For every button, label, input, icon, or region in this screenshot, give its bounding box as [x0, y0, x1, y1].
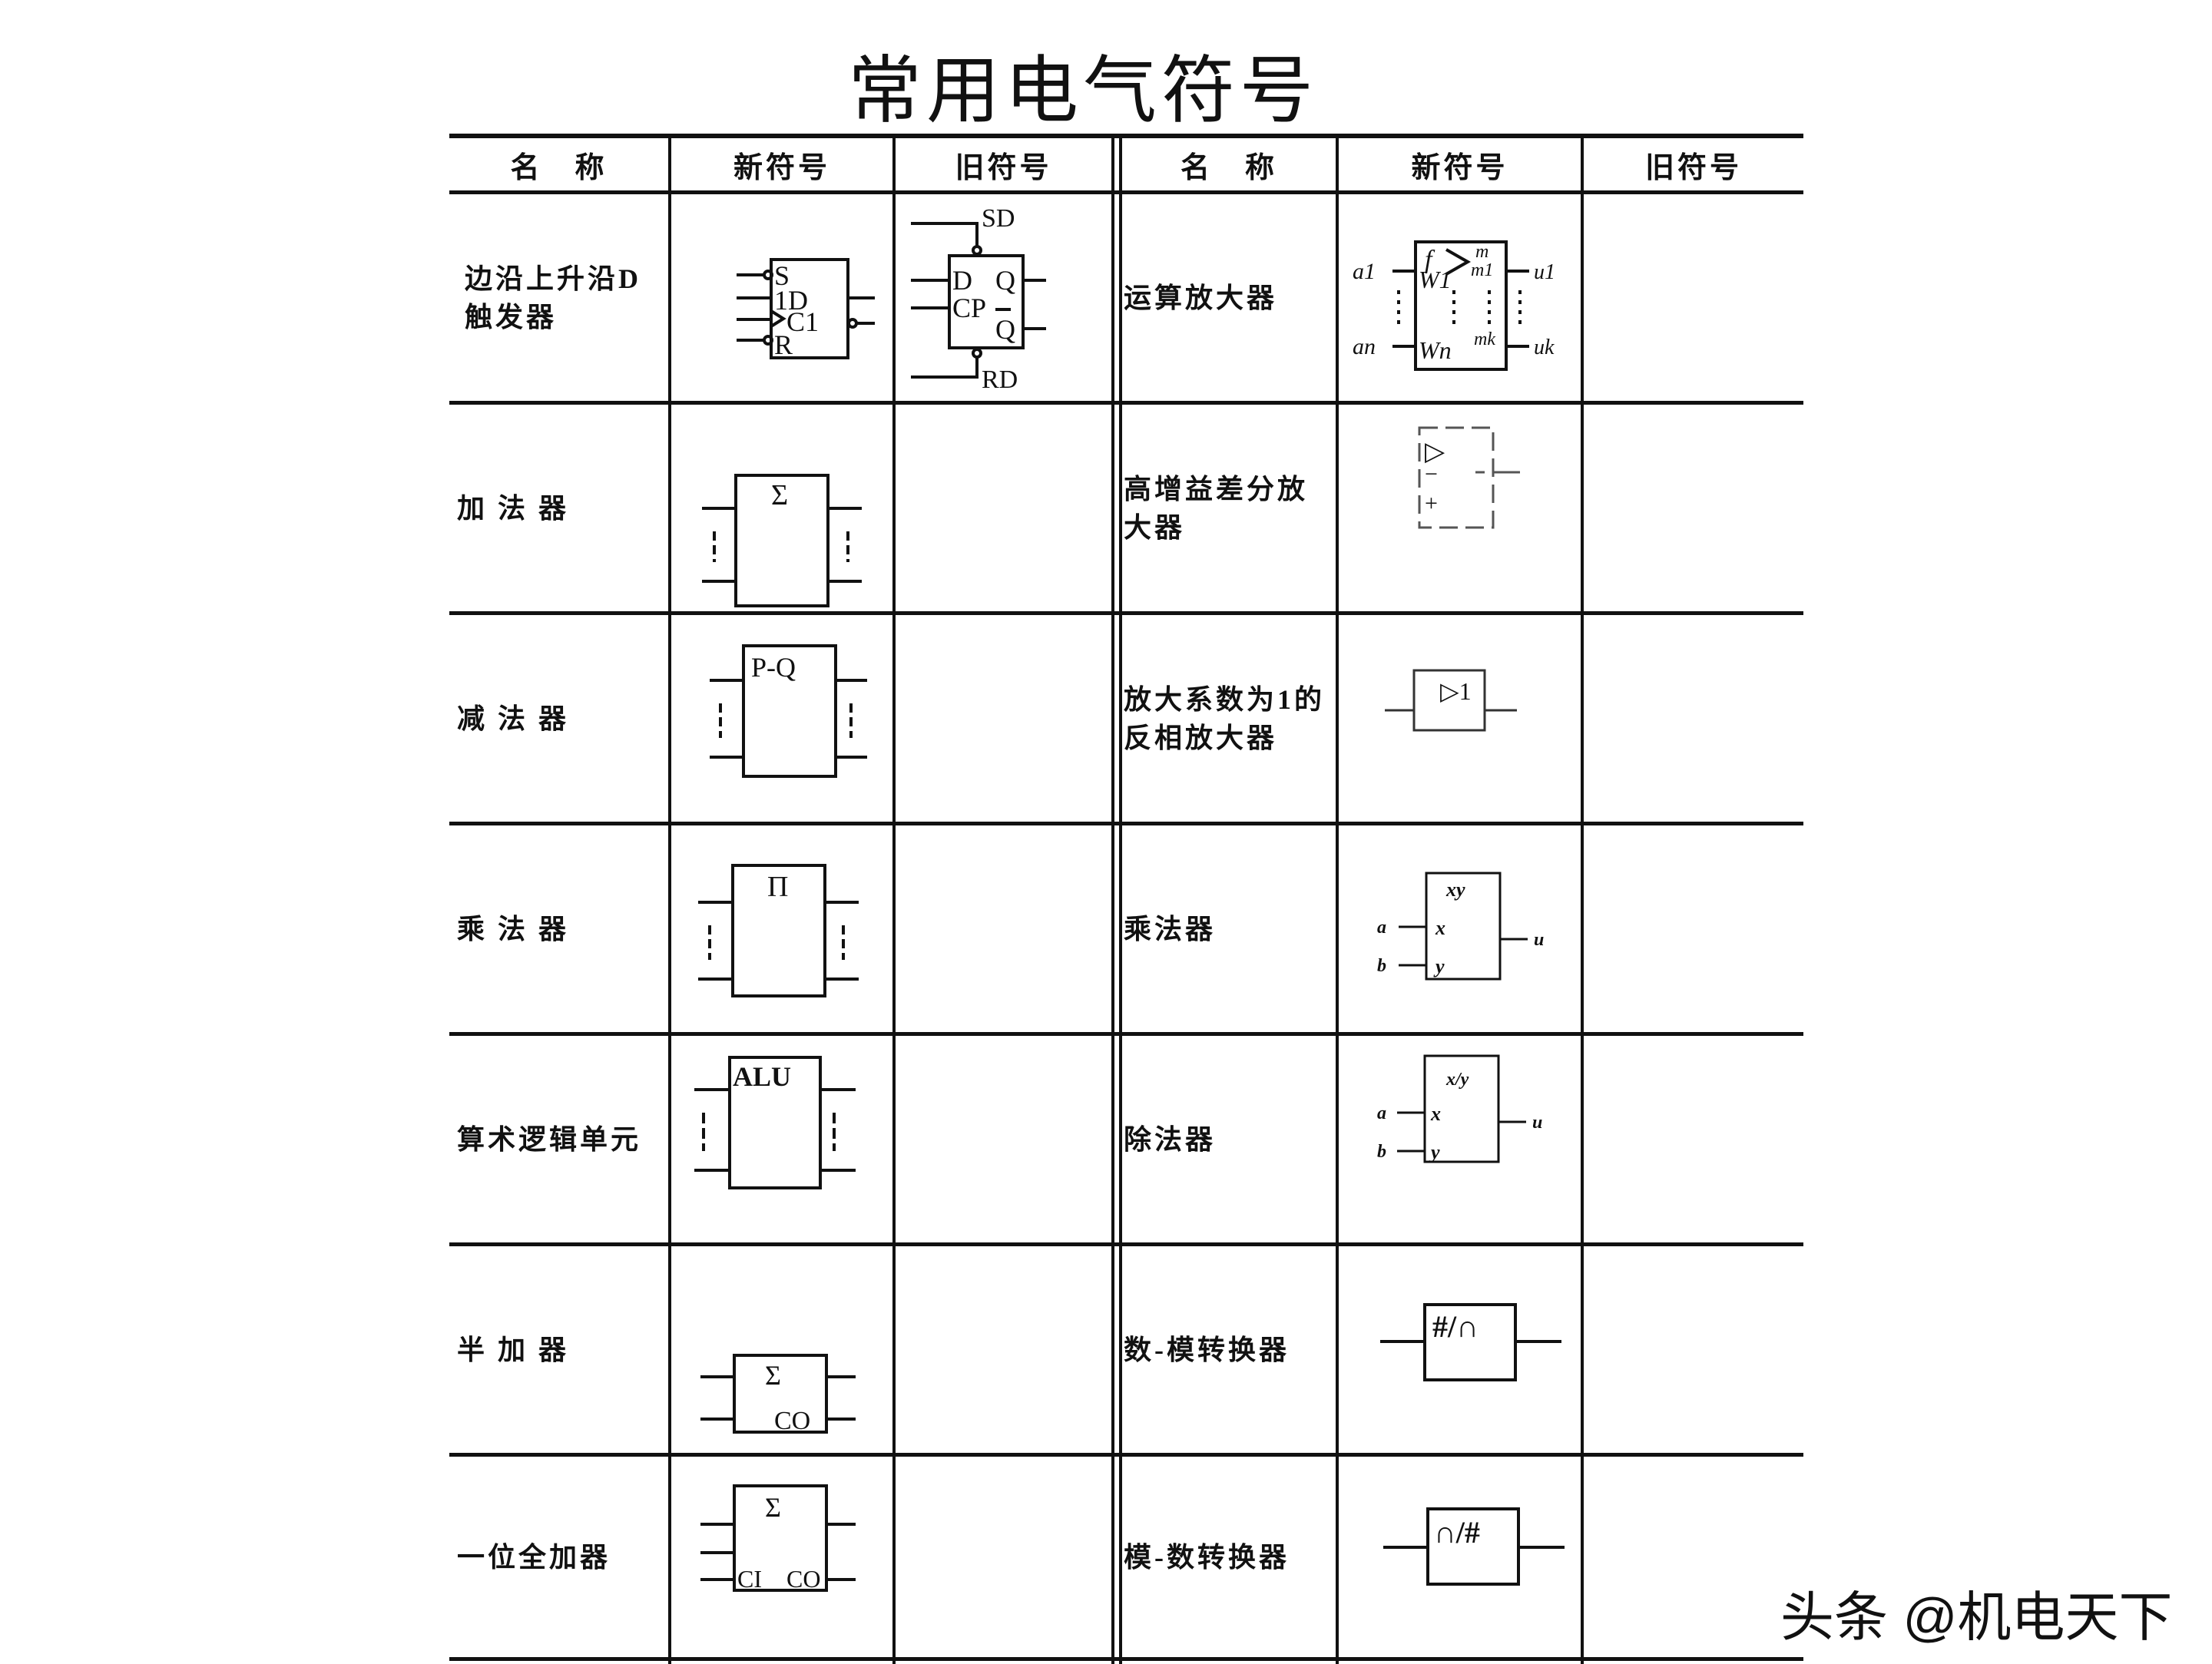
svg-text:b: b — [1377, 956, 1386, 976]
table-rule — [449, 822, 1803, 825]
svg-text:a: a — [1377, 1103, 1386, 1123]
svg-text:▷1: ▷1 — [1440, 677, 1472, 705]
svg-text:SD: SD — [982, 204, 1015, 233]
row-name: 算术逻辑单元 — [457, 1123, 642, 1155]
table-rule — [449, 1242, 1803, 1246]
svg-text:Q: Q — [995, 265, 1015, 296]
svg-text:x/y: x/y — [1445, 1070, 1469, 1090]
subtractor-symbol: P-Q — [710, 644, 867, 778]
svg-text:Σ: Σ — [765, 1492, 781, 1523]
row-name: 乘 法 器 — [457, 913, 570, 944]
svg-text:uk: uk — [1534, 336, 1555, 359]
half-adder-symbol: Σ CO — [700, 1354, 856, 1435]
row-name: 一位全加器 — [457, 1541, 611, 1573]
differential-amplifier-symbol: ▷ − + — [1418, 426, 1520, 529]
svg-text:∩/#: ∩/# — [1434, 1515, 1480, 1550]
table-rule — [1111, 134, 1114, 1664]
header-old-symbol: 旧符号 — [955, 151, 1052, 184]
row-name: 减 法 器 — [457, 703, 570, 734]
svg-text:a: a — [1377, 918, 1386, 938]
svg-text:u: u — [1534, 930, 1544, 950]
svg-text:W1: W1 — [1419, 266, 1452, 293]
header-new-symbol: 新符号 — [1411, 151, 1508, 184]
svg-text:P-Q: P-Q — [751, 652, 796, 683]
svg-text:D: D — [952, 265, 972, 296]
svg-text:CI: CI — [737, 1565, 762, 1593]
svg-text:1D: 1D — [774, 285, 808, 316]
table-rule — [449, 1032, 1803, 1036]
svg-text:−: − — [1425, 461, 1438, 487]
row-name: 放大系数为1的反相放大器 — [1124, 683, 1326, 753]
svg-text:mk: mk — [1474, 329, 1495, 349]
svg-text:x: x — [1435, 917, 1445, 939]
svg-text:+: + — [1425, 491, 1438, 516]
full-adder-symbol: Σ CI CO — [700, 1484, 856, 1593]
svg-text:▷: ▷ — [1425, 438, 1445, 466]
svg-text:Π: Π — [767, 871, 788, 903]
table-rule — [1581, 134, 1584, 1664]
svg-text:CO: CO — [774, 1407, 810, 1435]
row-name: 数-模转换器 — [1124, 1334, 1290, 1365]
table-rule — [892, 134, 896, 1664]
svg-text:u: u — [1532, 1113, 1542, 1133]
svg-text:u1: u1 — [1534, 260, 1555, 284]
adder-symbol: Σ — [702, 474, 862, 607]
table-rule — [1336, 134, 1339, 1664]
svg-text:RD: RD — [982, 366, 1018, 394]
svg-text:an: an — [1353, 334, 1376, 359]
svg-text:Q: Q — [995, 314, 1015, 345]
svg-text:y: y — [1433, 955, 1445, 978]
row-name: 除法器 — [1124, 1123, 1217, 1155]
row-name: 高增益差分放大器 — [1124, 473, 1309, 543]
svg-text:ALU: ALU — [733, 1061, 791, 1092]
svg-text:CO: CO — [786, 1565, 820, 1593]
table-rule — [449, 1657, 1803, 1661]
header-name: 名 称 — [510, 151, 608, 184]
row-name: 乘法器 — [1124, 913, 1217, 944]
alu-symbol: ALU — [694, 1056, 856, 1189]
svg-text:#/∩: #/∩ — [1432, 1309, 1479, 1344]
table-rule — [449, 1453, 1803, 1457]
svg-text:xy: xy — [1445, 878, 1465, 901]
op-amp-symbol: a1 an f m W1 m1 Wn mk u1 uk — [1353, 240, 1555, 371]
d-flipflop-symbol: S 1D C1 R — [737, 258, 875, 360]
header-new-symbol: 新符号 — [733, 151, 830, 184]
page-title: 常用电气符号 — [848, 50, 1318, 132]
svg-text:C1: C1 — [786, 306, 819, 337]
adc-symbol: ∩/# — [1383, 1507, 1565, 1586]
analog-multiplier-symbol: xy x y a b u — [1377, 872, 1544, 981]
table-rule — [1119, 134, 1122, 1664]
row-name: 模-数转换器 — [1124, 1541, 1290, 1573]
row-name: 半 加 器 — [457, 1334, 570, 1365]
svg-text:CP: CP — [952, 293, 986, 323]
svg-text:m1: m1 — [1471, 260, 1493, 280]
divider-symbol: x/y x y a b u — [1377, 1054, 1542, 1163]
row-name: 运算放大器 — [1124, 282, 1278, 313]
svg-text:m: m — [1475, 242, 1488, 262]
svg-text:Σ: Σ — [765, 1360, 781, 1391]
symbol-table: 名 称 新符号 旧符号 名 称 新符号 旧符号 边沿上升沿D触发器 加 法 器 … — [449, 134, 1803, 1664]
header-old-symbol: 旧符号 — [1644, 151, 1742, 184]
svg-text:Wn: Wn — [1419, 336, 1452, 364]
svg-text:x: x — [1430, 1103, 1441, 1125]
dac-symbol: #/∩ — [1380, 1303, 1561, 1381]
svg-text:S: S — [774, 260, 790, 291]
watermark: 头条 @机电天下 — [1780, 1587, 2173, 1647]
d-flipflop-old-symbol: SD D Q CP Q RD — [911, 204, 1046, 394]
inverting-amplifier-symbol: ▷1 — [1385, 669, 1517, 732]
row-name: 加 法 器 — [457, 492, 570, 524]
header-name: 名 称 — [1180, 151, 1277, 184]
table-rule — [449, 401, 1803, 405]
table-rule — [449, 190, 1803, 194]
svg-text:a1: a1 — [1353, 259, 1376, 284]
row-name: 边沿上升沿D触发器 — [465, 263, 641, 332]
table-rule — [449, 134, 1803, 138]
svg-text:R: R — [774, 329, 793, 360]
multiplier-symbol: Π — [698, 864, 859, 997]
svg-text:Σ: Σ — [771, 479, 788, 511]
svg-text:y: y — [1429, 1141, 1440, 1163]
table-rule — [449, 611, 1803, 615]
svg-text:b: b — [1377, 1142, 1386, 1162]
table-rule — [668, 134, 671, 1664]
